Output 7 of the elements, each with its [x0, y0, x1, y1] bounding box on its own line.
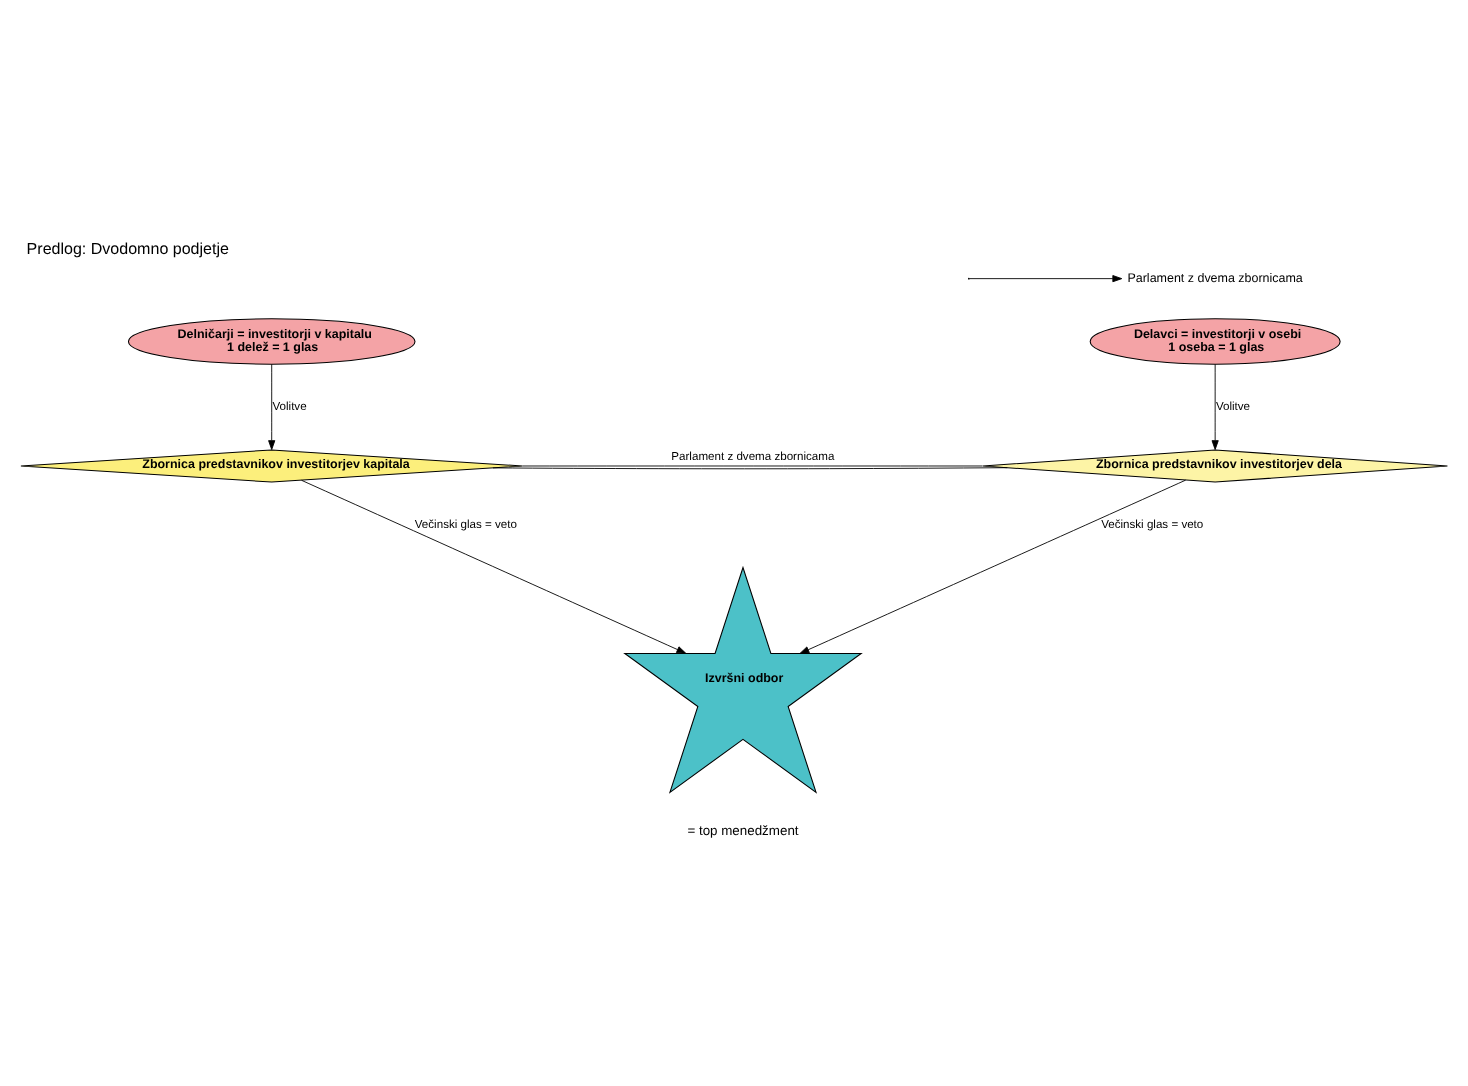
- connector: [522, 465, 984, 467]
- connector: [492, 467, 1008, 470]
- diagram-title: Predlog: Dvodomno podjetje: [26, 239, 229, 258]
- arrow: [301, 479, 687, 654]
- arrow: [268, 363, 276, 450]
- arrow: [799, 479, 1187, 654]
- arrow: [1211, 363, 1219, 450]
